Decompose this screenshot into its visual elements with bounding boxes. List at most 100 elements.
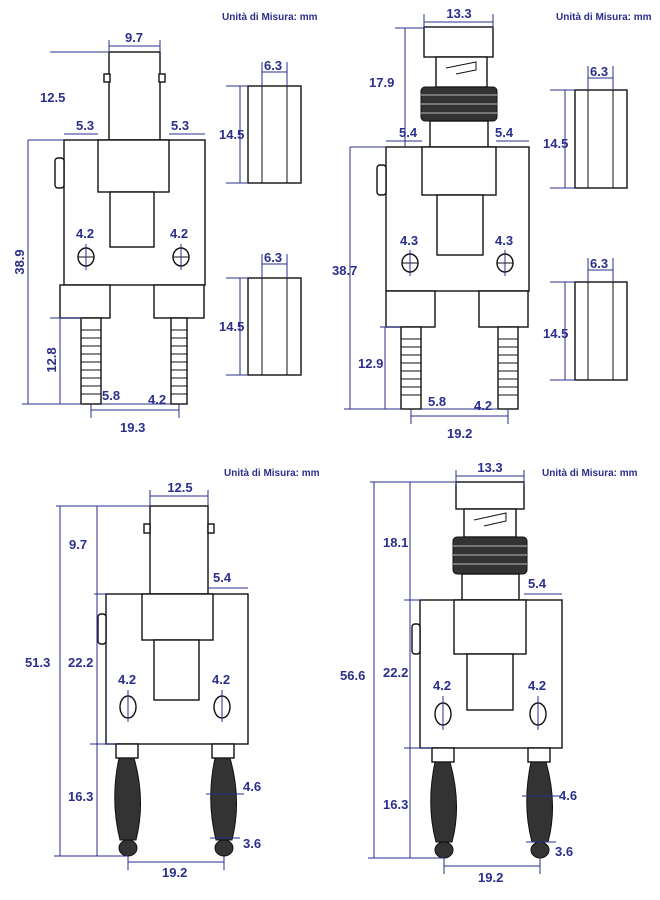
- dim-pin-height: 12.9: [358, 356, 383, 371]
- dim-top-width: 13.3: [446, 6, 471, 21]
- dim-pin-diam: 4.6: [243, 779, 261, 794]
- bnc-bayonet: [463, 508, 517, 538]
- cap-1: [550, 66, 628, 189]
- dim-hole-right: 4.2: [528, 678, 546, 693]
- dimension-lines: [54, 490, 248, 870]
- dim-cap1-width: 6.3: [264, 58, 282, 73]
- side-grip: [97, 613, 107, 645]
- side-grip: [411, 623, 421, 655]
- banana-pin-right: [497, 326, 519, 410]
- view-bottom-right: Unità di Misura: mm: [340, 460, 638, 885]
- pin-collar-right: [211, 743, 235, 759]
- dim-top-height: 9.7: [69, 537, 87, 552]
- dim-cap1-width: 6.3: [590, 64, 608, 79]
- dim-side-right: 5.3: [171, 118, 189, 133]
- dim-top-width: 13.3: [477, 460, 502, 475]
- inner-sleeve: [466, 653, 514, 711]
- bnc-pin-right: [158, 73, 166, 83]
- body-collar: [421, 146, 497, 196]
- dim-pin-gap: 5.8: [102, 388, 120, 403]
- dim-pin-diam: 4.2: [474, 398, 492, 413]
- dim-hole-right: 4.2: [170, 226, 188, 241]
- bnc-jack-drawing: [54, 51, 206, 405]
- bnc-barrel: [149, 505, 209, 595]
- inner-sleeve: [436, 194, 484, 256]
- dim-body-height: 38.9: [12, 249, 27, 274]
- view-bottom-left: Unità di Misura: mm: [25, 468, 320, 880]
- dim-top-height: 18.1: [383, 535, 408, 550]
- dim-cap2-width: 6.3: [590, 256, 608, 271]
- dim-pin-height: 16.3: [383, 797, 408, 812]
- dim-pin-pitch: 19.3: [120, 420, 145, 435]
- bnc-jack-drawing: [97, 505, 249, 857]
- dim-side-right: 5.4: [528, 576, 547, 591]
- dim-top-width: 12.5: [167, 480, 192, 495]
- dim-cap2-height: 14.5: [219, 319, 244, 334]
- bnc-plug-drawing: [411, 481, 563, 859]
- pin-base-right: [153, 284, 205, 319]
- dim-pin-height: 12.8: [44, 347, 59, 372]
- dim-total-height: 51.3: [25, 655, 50, 670]
- banana-pin-right: [210, 757, 237, 841]
- dim-hole-left: 4.2: [76, 226, 94, 241]
- pin-collar-left: [115, 743, 139, 759]
- pin-base-left: [59, 284, 111, 319]
- dim-body-height: 38.7: [332, 263, 357, 278]
- unit-label: Unità di Misura: mm: [222, 12, 318, 23]
- dim-hole-left: 4.3: [400, 233, 418, 248]
- banana-pin-left: [114, 757, 141, 841]
- bnc-nut: [423, 26, 494, 58]
- dim-top-width: 9.7: [125, 30, 143, 45]
- bnc-barrel: [108, 51, 161, 141]
- dimension-lines: [22, 40, 205, 418]
- dimension-lines: [368, 470, 562, 874]
- unit-label: Unità di Misura: mm: [224, 468, 320, 479]
- banana-pin-left: [430, 761, 457, 843]
- dim-side-left: 5.4: [399, 125, 418, 140]
- unit-label: Unità di Misura: mm: [556, 12, 652, 23]
- banana-pin-left: [80, 317, 102, 405]
- dim-pin-diam: 4.2: [148, 392, 166, 407]
- dim-side-left: 5.3: [76, 118, 94, 133]
- body-collar: [453, 599, 527, 655]
- pin-collar-left: [431, 747, 455, 763]
- dim-cap2-width: 6.3: [264, 250, 282, 265]
- dim-pin-pitch: 19.2: [162, 865, 187, 880]
- plug-neck: [461, 573, 520, 601]
- dim-pin-height: 16.3: [68, 789, 93, 804]
- dim-hole-right: 4.3: [495, 233, 513, 248]
- view-top-right: Unità di Misura: mm: [332, 6, 652, 441]
- bnc-pin-left: [143, 523, 151, 534]
- pin-collar-right: [527, 747, 551, 763]
- inner-sleeve: [153, 639, 200, 701]
- bnc-pin-right: [207, 523, 215, 534]
- view-top-left: Unità di Misura: mm: [12, 12, 318, 435]
- dim-side-right: 5.4: [213, 570, 232, 585]
- dim-top-height: 12.5: [40, 90, 65, 105]
- bnc-bayonet: [435, 56, 488, 88]
- side-grip: [54, 157, 65, 189]
- dim-tip-diam: 3.6: [243, 836, 261, 851]
- bnc-plug-drawing: [376, 26, 530, 410]
- dim-body-height: 22.2: [68, 655, 93, 670]
- cap-1-body: [574, 89, 628, 189]
- plug-neck: [429, 120, 489, 150]
- dim-cap1-height: 14.5: [543, 136, 568, 151]
- banana-pin-left: [400, 326, 422, 410]
- side-grip: [376, 164, 387, 196]
- cap-2-body: [247, 277, 302, 376]
- dim-pin-gap: 5.8: [428, 394, 446, 409]
- bnc-nut: [455, 481, 525, 510]
- banana-pin-right: [526, 761, 553, 843]
- cap-1: [226, 62, 302, 184]
- dim-hole-right: 4.2: [212, 672, 230, 687]
- dim-side-right: 5.4: [495, 125, 514, 140]
- dim-total-height: 56.6: [340, 668, 365, 683]
- dim-pin-pitch: 19.2: [478, 870, 503, 885]
- dim-pin-diam: 4.6: [559, 788, 577, 803]
- cap-2-body: [574, 281, 628, 381]
- cap-1-body: [247, 85, 302, 184]
- dim-pin-pitch: 19.2: [447, 426, 472, 441]
- banana-pin-right: [170, 317, 188, 405]
- dim-cap1-height: 14.5: [219, 127, 244, 142]
